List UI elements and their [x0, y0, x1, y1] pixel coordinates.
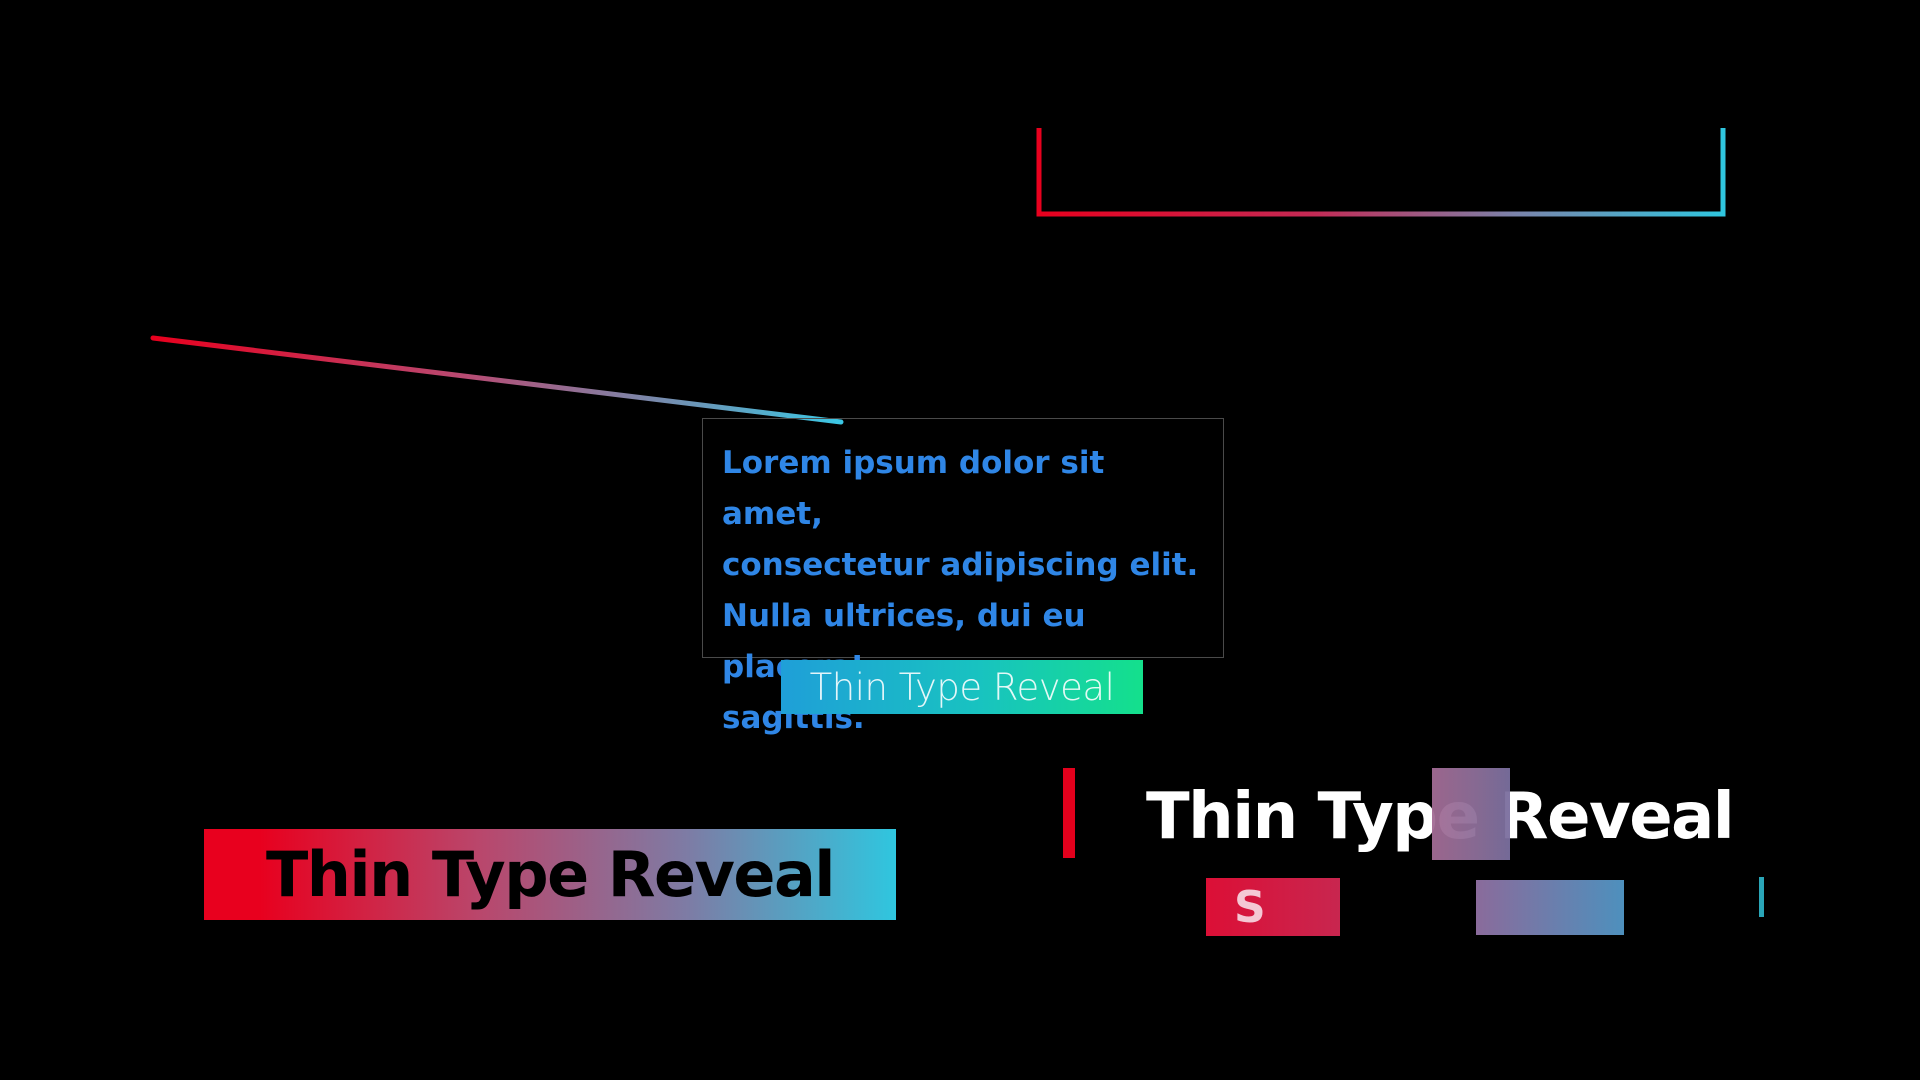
thin-type-label: Thin Type Reveal [781, 660, 1143, 714]
center-box-gradient-border [702, 427, 1218, 651]
thin-type-label-text: Thin Type Reveal [809, 665, 1115, 709]
reveal-red-tick [1063, 768, 1075, 858]
reveal-wipe-block [1432, 768, 1510, 860]
reveal-red-block: S [1206, 878, 1340, 936]
reveal-sub-letter: S [1234, 882, 1266, 933]
top-right-outline-frame [1036, 125, 1726, 217]
center-text-box: Lorem ipsum dolor sit amet, consectetur … [702, 418, 1224, 736]
bottom-left-banner-text: Thin Type Reveal [265, 838, 836, 911]
reveal-gradient-block [1476, 880, 1624, 935]
bottom-left-banner: Thin Type Reveal [204, 829, 896, 920]
reveal-cyan-tick [1759, 877, 1764, 917]
